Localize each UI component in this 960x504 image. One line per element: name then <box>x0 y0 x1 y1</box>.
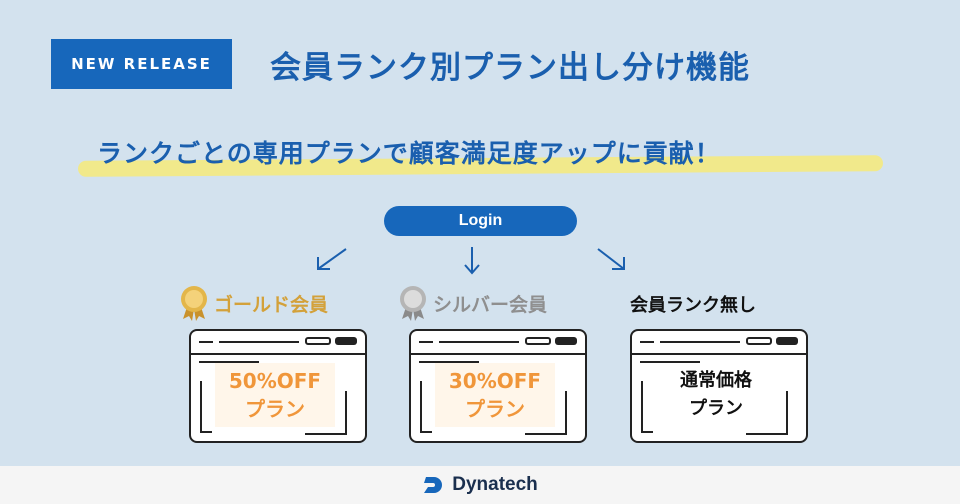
frame-bracket-right <box>746 391 788 435</box>
tier-silver-label: シルバー会員 <box>397 285 547 321</box>
silver-plan-window: 30%OFF プラン <box>409 329 587 443</box>
frame-bracket-right <box>305 391 347 435</box>
arrow-right-icon <box>597 248 625 270</box>
frame-bracket-left <box>200 381 212 433</box>
footer: Dynatech <box>0 466 960 504</box>
arrow-left-icon <box>317 248 347 270</box>
subline: ランクごとの専用プランで顧客満足度アップに貢献！ <box>97 139 721 168</box>
footer-brand: Dynatech <box>452 474 538 495</box>
regular-plan-price: 通常価格 プラン <box>656 363 776 427</box>
regular-plan-text: プラン <box>689 398 743 419</box>
silver-plan-price: 30%OFF プラン <box>435 363 555 427</box>
arrow-down-icon <box>464 247 480 275</box>
silver-medal-icon <box>400 286 426 321</box>
frame-bracket-left <box>420 381 432 433</box>
login-button[interactable]: Login <box>384 206 577 236</box>
tier-gold-label: ゴールド会員 <box>178 285 328 321</box>
gold-plan-text: プラン <box>245 397 305 421</box>
gold-discount: 50%OFF <box>228 369 322 393</box>
headline: 会員ランク別プラン出し分け機能 <box>270 50 750 86</box>
gold-plan-window: 50%OFF プラン <box>189 329 367 443</box>
tier-silver-name: シルバー会員 <box>433 293 548 316</box>
gold-plan-price: 50%OFF プラン <box>215 363 335 427</box>
tier-gold-name: ゴールド会員 <box>214 293 329 316</box>
new-release-badge: NEW RELEASE <box>51 39 232 89</box>
regular-plan-window: 通常価格 プラン <box>630 329 808 443</box>
silver-discount: 30%OFF <box>448 369 542 393</box>
frame-bracket-right <box>525 391 567 435</box>
frame-bracket-left <box>641 381 653 433</box>
tier-none-name: 会員ランク無し <box>630 295 756 316</box>
silver-plan-text: プラン <box>465 397 525 421</box>
gold-medal-icon <box>181 286 207 321</box>
dynatech-logo-icon <box>424 477 443 493</box>
tier-none-label: 会員ランク無し <box>630 291 756 317</box>
regular-price: 通常価格 <box>680 370 752 391</box>
